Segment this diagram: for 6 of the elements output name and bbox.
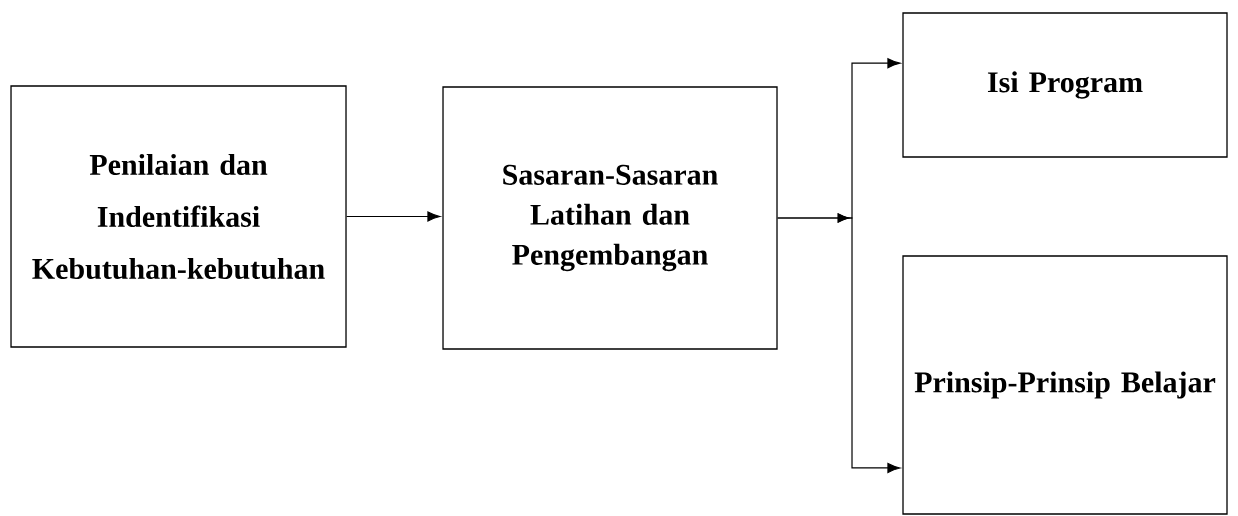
process-box: Isi Program <box>902 12 1228 158</box>
process-box: Sasaran-Sasaran Latihan dan Pengembangan <box>442 86 778 350</box>
process-box: Penilaian dan Indentifikasi Kebutuhan-kebutuhan <box>10 85 347 348</box>
arrow <box>777 213 901 474</box>
arrow <box>346 211 441 222</box>
process-box: Prinsip-Prinsip Belajar <box>902 255 1228 515</box>
